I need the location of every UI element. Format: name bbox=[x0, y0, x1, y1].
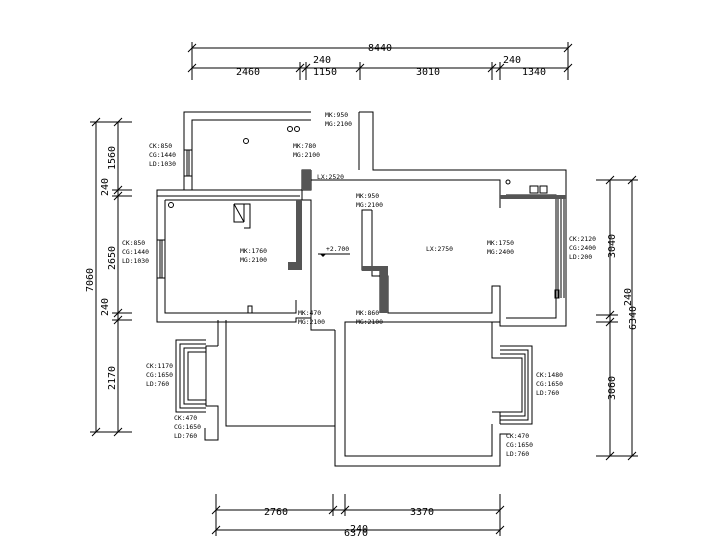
label-bay-left-side-ck: CK:470 bbox=[174, 414, 197, 422]
dim-right-1: 3040 bbox=[607, 234, 618, 258]
fixture-box bbox=[539, 185, 548, 194]
label-bay-right-side-cg: CG:1650 bbox=[506, 441, 533, 449]
walls bbox=[156, 111, 567, 467]
dim-top-4: 3010 bbox=[416, 67, 440, 78]
left-dimension-chain: 7060 1560 240 2650 240 2170 bbox=[85, 117, 132, 437]
hatch-segment bbox=[362, 266, 380, 271]
dim-top-2: 240 bbox=[313, 55, 331, 66]
label-door-top-center-mg: MG:2100 bbox=[325, 120, 352, 128]
dim-top-total: 8440 bbox=[368, 43, 392, 54]
label-win-left-ld: LD:1030 bbox=[122, 257, 149, 265]
label-lx-mid: LX:2750 bbox=[426, 245, 453, 253]
dim-left-1: 1560 bbox=[107, 146, 118, 170]
fixture-circle bbox=[505, 179, 511, 185]
label-bay-right-side-ld: LD:760 bbox=[506, 450, 529, 458]
label-door-bot-center-left-mg: MG:2100 bbox=[298, 318, 325, 326]
label-win-right-ck: CK:2120 bbox=[569, 235, 596, 243]
top-dimension-chain: 8440 2460 240 1150 3010 240 1340 bbox=[187, 42, 573, 80]
label-bay-left-main-cg: CG:1650 bbox=[146, 371, 173, 379]
fixture-circle bbox=[294, 126, 300, 132]
label-bay-right-main-cg: CG:1650 bbox=[536, 380, 563, 388]
dim-bottom-3: 3370 bbox=[410, 507, 434, 518]
label-door-bot-center-left-mk: MK:470 bbox=[298, 309, 321, 317]
dim-top-1: 2460 bbox=[236, 67, 260, 78]
label-door-top-left-mk: MK:780 bbox=[293, 142, 316, 150]
label-door-bot-center-right-mg: MG:2100 bbox=[356, 318, 383, 326]
label-win-right-cg: CG:2400 bbox=[569, 244, 596, 252]
fixture-circle bbox=[243, 138, 249, 144]
dim-top-6: 1340 bbox=[522, 67, 546, 78]
dim-right-3: 3060 bbox=[607, 376, 618, 400]
label-win-left-cg: CG:1440 bbox=[122, 248, 149, 256]
fixture-box bbox=[247, 305, 253, 314]
dim-top-5: 240 bbox=[503, 55, 521, 66]
level-mark: +2.700 bbox=[318, 245, 350, 257]
stair-outline bbox=[244, 203, 251, 229]
annotation-labels: CK:850 CG:1440 LD:1030 MK:780 MG:2100 MK… bbox=[122, 111, 596, 458]
dim-left-4: 240 bbox=[100, 298, 111, 316]
dim-right-2: 240 bbox=[623, 288, 634, 306]
label-lx-top: LX:2520 bbox=[317, 173, 344, 181]
label-room-right-door-mg: MG:2400 bbox=[487, 248, 514, 256]
label-room-right-door-mk: MK:1750 bbox=[487, 239, 514, 247]
stair-outline bbox=[233, 204, 244, 223]
label-bay-left-main-ld: LD:760 bbox=[146, 380, 169, 388]
windows bbox=[157, 149, 565, 298]
label-bay-left-side-ld: LD:760 bbox=[174, 432, 197, 440]
label-door-mid-center-mg: MG:2100 bbox=[356, 201, 383, 209]
dim-bottom-1: 2760 bbox=[264, 507, 288, 518]
dim-left-5: 2170 bbox=[107, 366, 118, 390]
hatch-segment bbox=[288, 262, 296, 270]
label-room-left-mg: MG:2100 bbox=[240, 256, 267, 264]
label-win-left-ck: CK:850 bbox=[122, 239, 145, 247]
fixture-box bbox=[554, 289, 560, 299]
label-win-right-ld: LD:200 bbox=[569, 253, 592, 261]
bottom-dimension-chain: 2760 240 3370 6370 bbox=[211, 494, 505, 539]
label-door-mid-center-mk: MK:950 bbox=[356, 192, 379, 200]
hatch-segment bbox=[302, 170, 311, 190]
dim-left-3: 2650 bbox=[107, 246, 118, 270]
label-bay-left-side-cg: CG:1650 bbox=[174, 423, 201, 431]
hatch-segment bbox=[380, 266, 388, 313]
level-mark-text: +2.700 bbox=[326, 245, 349, 253]
dim-left-total: 7060 bbox=[85, 268, 96, 292]
right-dimension-chain: 3040 6340 240 3060 bbox=[596, 175, 639, 461]
label-door-bot-center-right-mk: MK:860 bbox=[356, 309, 379, 317]
dim-right-total: 6340 bbox=[628, 306, 639, 330]
label-room-left-mk: MK:1760 bbox=[240, 247, 267, 255]
label-bay-right-main-ld: LD:760 bbox=[536, 389, 559, 397]
dim-bottom-total: 6370 bbox=[344, 528, 368, 539]
label-bay-right-main-ck: CK:1480 bbox=[536, 371, 563, 379]
bay-window-right bbox=[500, 345, 533, 425]
bay-window-left bbox=[175, 339, 206, 413]
fixture-circle bbox=[287, 126, 293, 132]
fixture-box bbox=[529, 185, 539, 194]
label-win-top-left-ck: CK:850 bbox=[149, 142, 172, 150]
label-door-top-left-mg: MG:2100 bbox=[293, 151, 320, 159]
hatch-segment bbox=[296, 200, 302, 270]
label-win-top-left-ld: LD:1030 bbox=[149, 160, 176, 168]
label-bay-left-main-ck: CK:1170 bbox=[146, 362, 173, 370]
dim-left-2: 240 bbox=[100, 178, 111, 196]
stair-diagonal bbox=[233, 203, 245, 223]
label-win-top-left-cg: CG:1440 bbox=[149, 151, 176, 159]
hatched-walls bbox=[288, 170, 566, 313]
label-bay-right-side-ck: CK:470 bbox=[506, 432, 529, 440]
fixture-circle bbox=[168, 202, 174, 208]
fixtures bbox=[168, 126, 560, 314]
dim-bottom-2: 240 bbox=[350, 524, 368, 535]
hatch-segment bbox=[500, 195, 566, 199]
label-door-top-center-mk: MK:950 bbox=[325, 111, 348, 119]
dim-top-3: 1150 bbox=[313, 67, 337, 78]
